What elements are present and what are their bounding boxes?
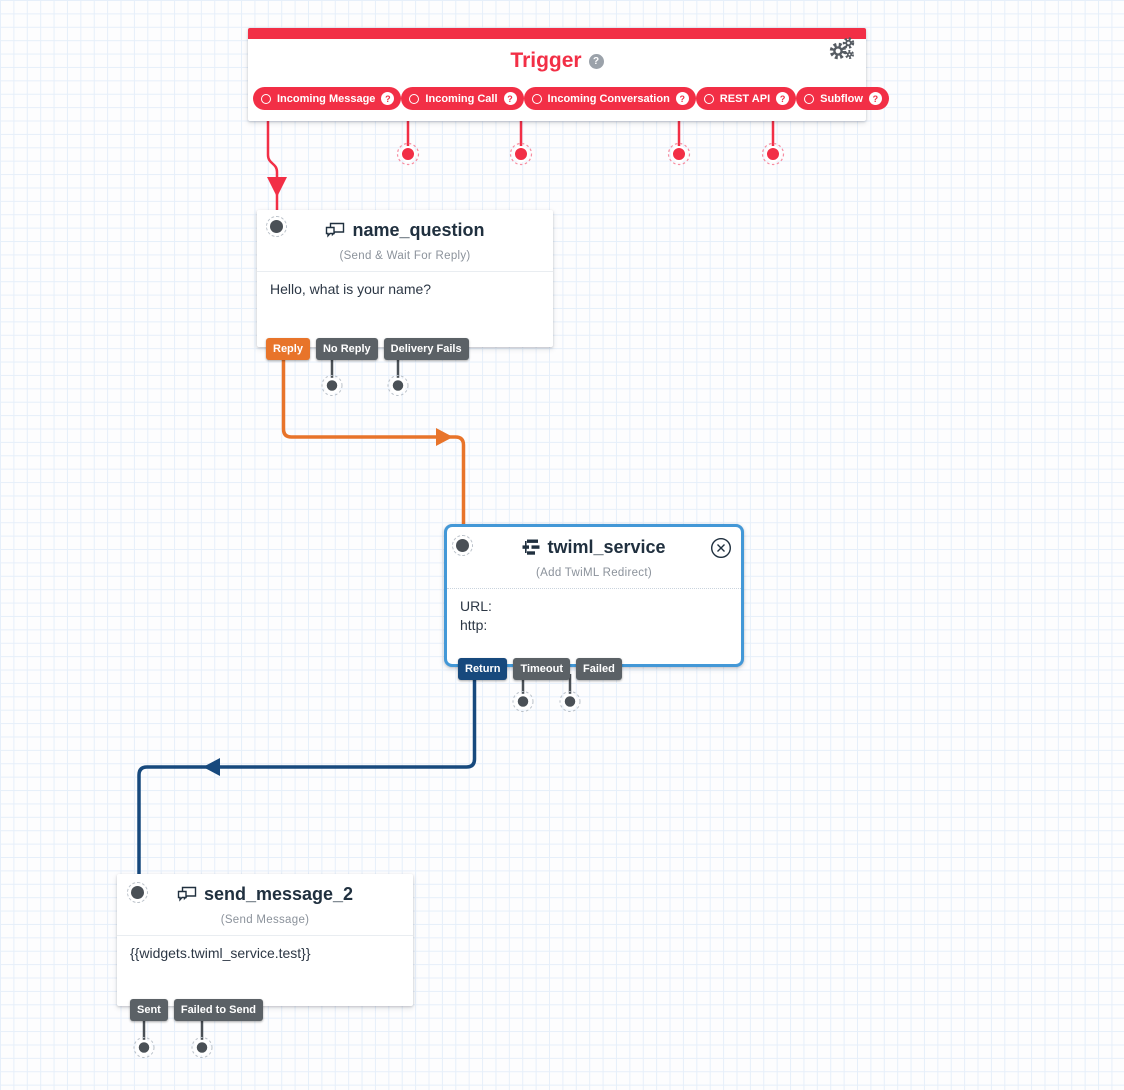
- connection-ring-icon: [703, 93, 714, 104]
- widget-twiml-service[interactable]: twiml_service (Add TwiML Redirect) URL: …: [444, 524, 744, 680]
- transition-failed-to-send[interactable]: Failed to Send: [173, 999, 264, 1021]
- widget-body-text: Hello, what is your name?: [270, 281, 432, 297]
- widget-body-text: URL: http:: [447, 589, 741, 643]
- input-connection-dot[interactable]: [127, 882, 148, 903]
- trigger-help-icon[interactable]: ?: [588, 53, 604, 69]
- connection-ring-icon: [531, 93, 542, 104]
- transition-reply[interactable]: Reply: [266, 338, 310, 360]
- edge-incoming-message-to-name-question: [266, 109, 287, 219]
- divider: [257, 271, 553, 272]
- trigger-title: Trigger: [510, 49, 582, 72]
- connection-ring-icon: [409, 93, 420, 104]
- widget-type-label: (Send Message): [220, 914, 310, 926]
- divider: [117, 935, 413, 936]
- trigger-pill-row: Incoming Message ? Incoming Call ? Incom…: [253, 87, 889, 110]
- transition-return[interactable]: Return: [458, 658, 508, 680]
- help-icon[interactable]: ?: [675, 92, 689, 105]
- close-icon[interactable]: [710, 537, 732, 559]
- pill-incoming-call[interactable]: Incoming Call ?: [401, 87, 524, 110]
- help-icon[interactable]: ?: [503, 92, 517, 105]
- widget-type-label: (Add TwiML Redirect): [536, 567, 652, 579]
- connection-ring-icon: [804, 93, 815, 104]
- transition-timeout[interactable]: Timeout: [513, 658, 571, 680]
- pill-incoming-message[interactable]: Incoming Message ?: [253, 87, 402, 110]
- widget-title: send_message_2: [203, 884, 354, 904]
- help-icon[interactable]: ?: [776, 92, 790, 105]
- transition-buttons: Sent Failed to Send: [130, 999, 264, 1021]
- pill-subflow[interactable]: Subflow ?: [796, 87, 889, 110]
- transition-no-reply[interactable]: No Reply: [315, 338, 378, 360]
- transition-failed[interactable]: Failed: [576, 658, 622, 680]
- transition-buttons: Return Timeout Failed: [458, 658, 622, 680]
- transition-sent[interactable]: Sent: [130, 999, 168, 1021]
- transition-delivery-fails[interactable]: Delivery Fails: [383, 338, 469, 360]
- divider: [447, 588, 741, 589]
- widget-title: twiml_service: [547, 537, 666, 557]
- input-connection-dot[interactable]: [266, 216, 287, 237]
- edge-reply-to-twiml-service: [281, 359, 466, 541]
- pill-incoming-conversation[interactable]: Incoming Conversation ?: [523, 87, 696, 110]
- widget-send-message-2[interactable]: send_message_2 (Send Message) {{widgets.…: [117, 874, 413, 1021]
- transition-dot-failed-to-send[interactable]: [191, 1019, 213, 1058]
- connection-ring-icon: [261, 93, 271, 104]
- widget-name-question[interactable]: name_question (Send & Wait For Reply) He…: [257, 210, 553, 360]
- url-label: URL:: [460, 598, 492, 614]
- widget-type-label: (Send & Wait For Reply): [339, 250, 471, 262]
- settings-gears-icon[interactable]: [829, 36, 856, 67]
- pill-rest-api[interactable]: REST API ?: [695, 87, 797, 110]
- url-value: http:: [460, 617, 488, 633]
- message-bubbles-icon: [177, 886, 197, 903]
- transition-buttons: Reply No Reply Delivery Fails: [266, 338, 469, 360]
- transition-dot-delivery-fails[interactable]: [387, 358, 409, 396]
- widget-body-text: {{widgets.twiml_service.test}}: [130, 945, 311, 961]
- widget-title: name_question: [352, 220, 485, 240]
- twiml-redirect-icon: [522, 539, 540, 556]
- input-connection-dot[interactable]: [452, 535, 473, 556]
- help-icon[interactable]: ?: [868, 92, 882, 105]
- transition-dot-sent[interactable]: [133, 1019, 155, 1058]
- trigger-widget[interactable]: Trigger ? Incoming Message ? Incoming Ca…: [248, 28, 889, 121]
- transition-dot-no-reply[interactable]: [321, 358, 343, 396]
- message-bubbles-icon: [325, 222, 345, 239]
- help-icon[interactable]: ?: [381, 92, 395, 105]
- trigger-header-bar: [248, 28, 866, 39]
- edge-return-to-send-message-2: [137, 674, 477, 888]
